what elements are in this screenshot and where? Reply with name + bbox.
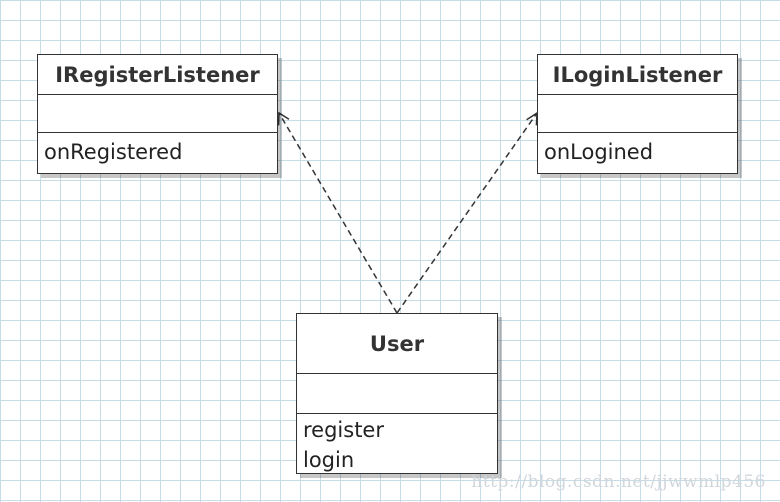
attributes-compartment — [538, 95, 737, 133]
class-name: ILoginListener — [538, 55, 737, 95]
class-name: IRegisterListener — [38, 55, 277, 95]
operation-login: login — [303, 448, 355, 472]
operation-onlogined: onLogined — [544, 140, 654, 164]
attributes-compartment — [297, 374, 497, 414]
realization-arrow-iregister — [278, 112, 398, 314]
operations-compartment: register login — [297, 414, 497, 475]
operations-compartment: onLogined — [538, 133, 737, 171]
realization-arrow-ilogin — [396, 112, 538, 314]
class-iregisterlistener[interactable]: IRegisterListener onRegistered — [37, 54, 278, 174]
operation-onregistered: onRegistered — [44, 140, 183, 164]
class-iloginlistener[interactable]: ILoginListener onLogined — [537, 54, 738, 174]
class-name: User — [297, 314, 497, 374]
attributes-compartment — [38, 95, 277, 133]
class-user[interactable]: User register login — [296, 313, 498, 474]
operation-register: register — [303, 418, 384, 442]
operations-compartment: onRegistered — [38, 133, 277, 171]
arrowhead-ilogin — [526, 111, 538, 126]
watermark: http://blog.csdn.net/jjwwmlp456 — [471, 472, 766, 492]
arrowhead-iregister — [277, 111, 290, 126]
